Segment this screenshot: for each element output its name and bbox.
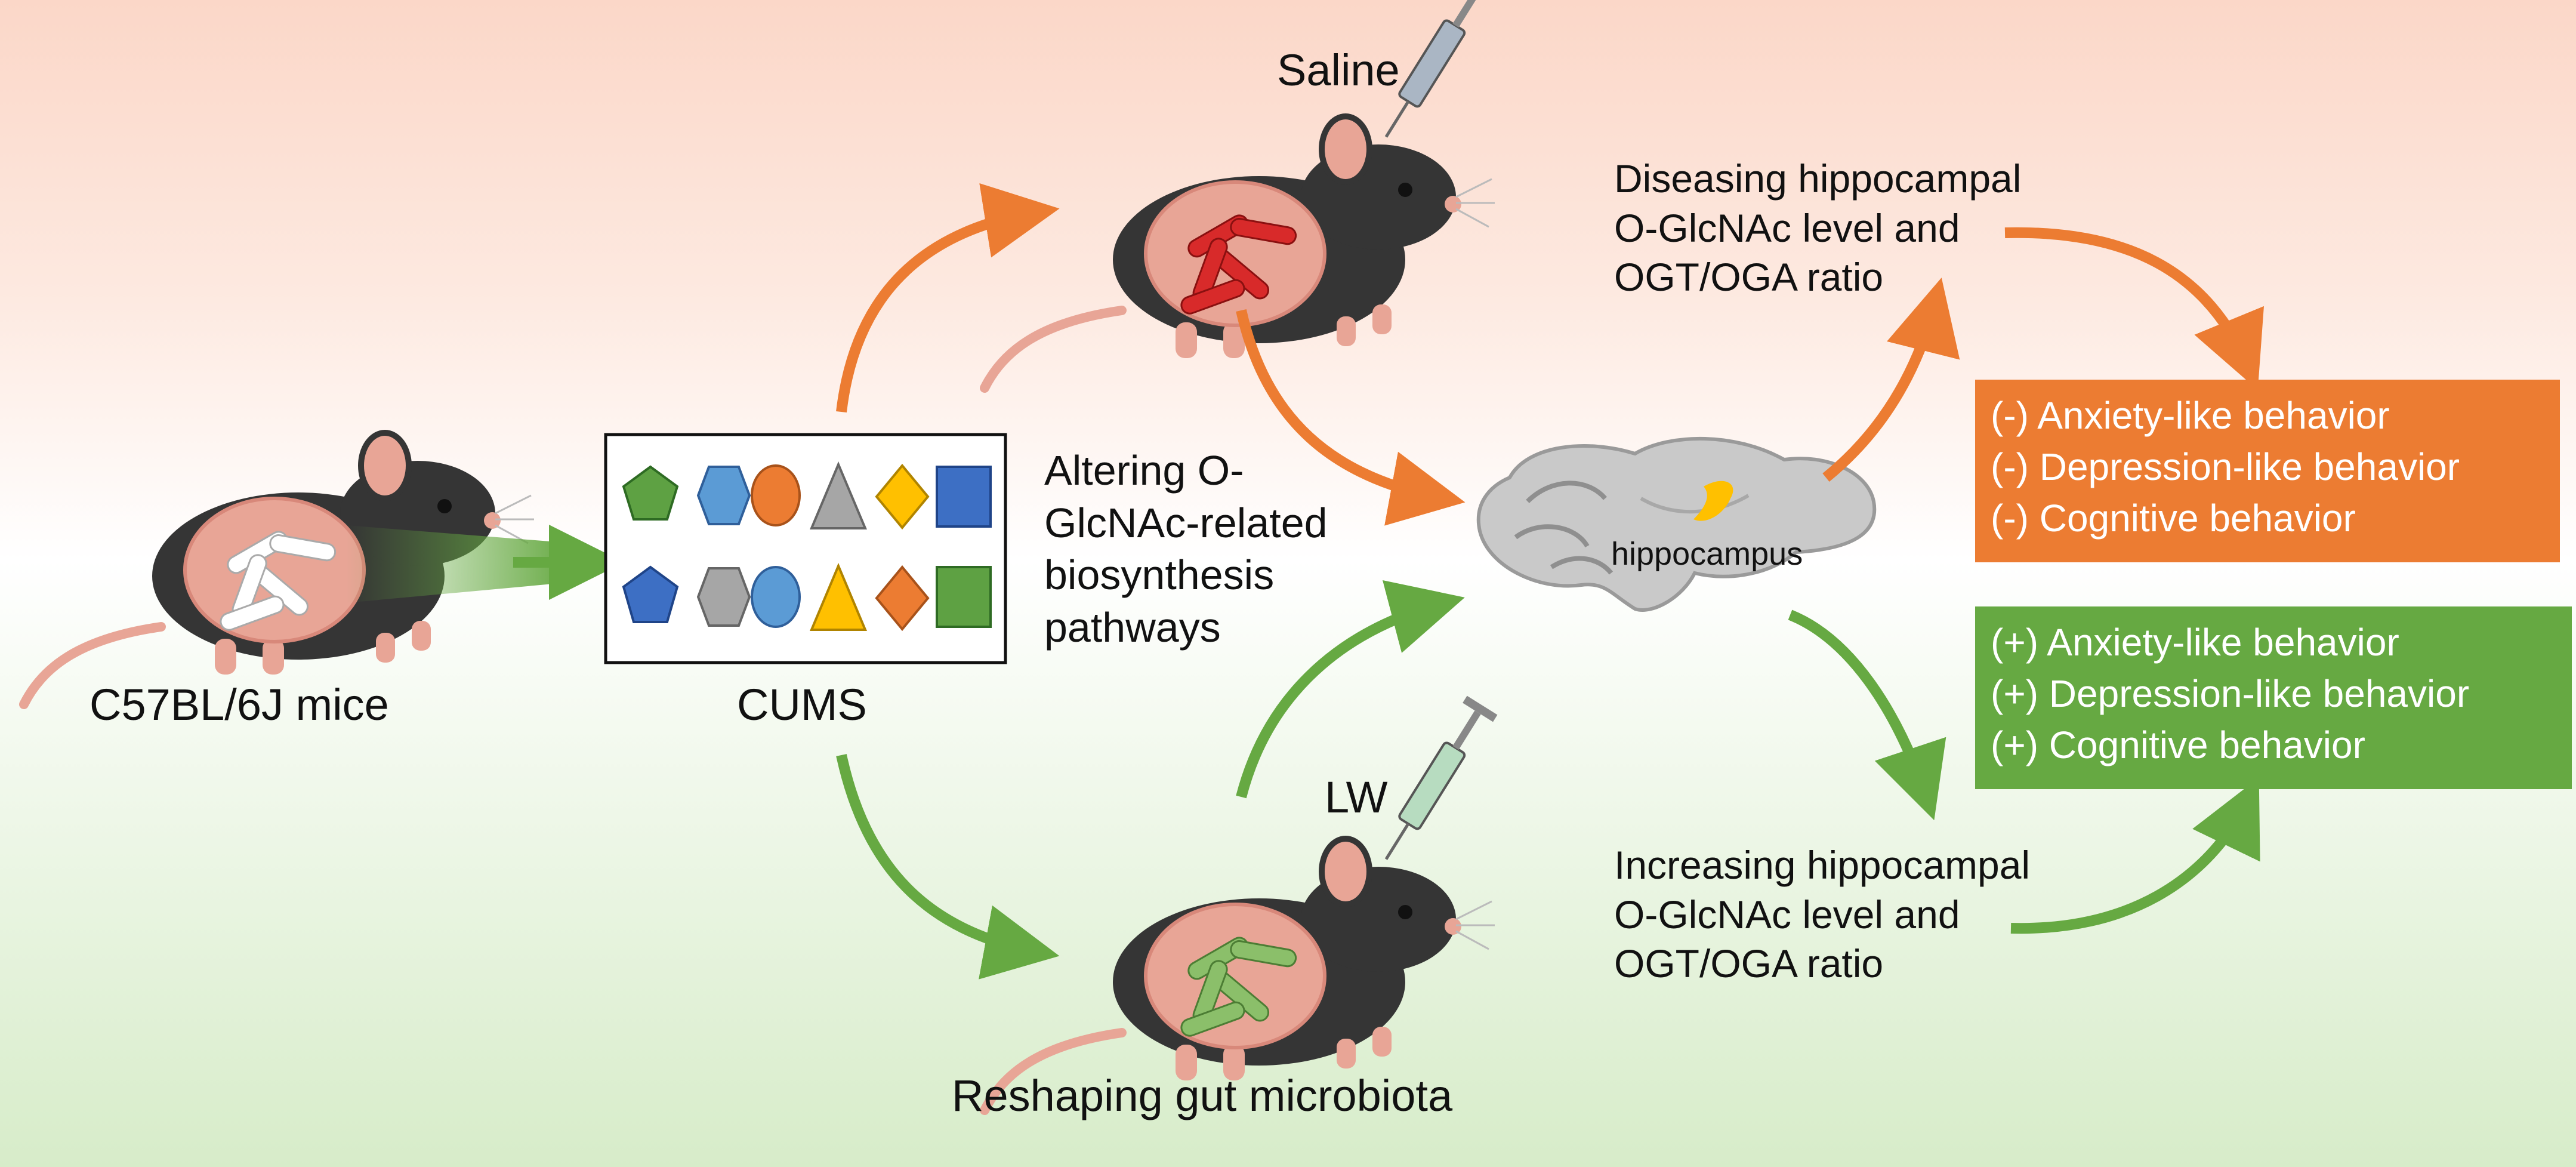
negative-behavior-item: (-) Depression-like behavior bbox=[1991, 445, 2460, 488]
label-saline: Saline bbox=[1277, 45, 1400, 95]
increase-text-line: Increasing hippocampal bbox=[1614, 843, 2031, 887]
positive-behavior-item: (+) Cognitive behavior bbox=[1991, 723, 2365, 766]
negative-behavior-box: (-) Anxiety-like behavior (-) Depression… bbox=[1975, 380, 2560, 562]
label-cums: CUMS bbox=[737, 680, 867, 729]
increase-text-line: O-GlcNAc level and bbox=[1614, 892, 1960, 937]
decrease-text-line: Diseasing hippocampal bbox=[1614, 156, 2022, 201]
pathway-line: biosynthesis bbox=[1044, 552, 1275, 598]
shape-pentagon-green bbox=[622, 465, 679, 521]
shape-square-green bbox=[936, 566, 992, 628]
negative-behavior-item: (-) Cognitive behavior bbox=[1991, 496, 2356, 540]
positive-behavior-box: (+) Anxiety-like behavior (+) Depression… bbox=[1975, 606, 2572, 789]
increase-to-positive-arrow bbox=[2010, 777, 2260, 934]
pathway-line: Altering O- bbox=[1044, 447, 1244, 494]
label-reshaping-gut-microbiota: Reshaping gut microbiota bbox=[952, 1071, 1453, 1120]
negative-behavior-item: (-) Anxiety-like behavior bbox=[1991, 394, 2390, 437]
lw-to-brain-arrow bbox=[1236, 580, 1465, 799]
mouse-to-cums-wedge bbox=[346, 525, 573, 603]
cums-to-lw-arrow bbox=[836, 754, 1060, 980]
shape-triangle-gray bbox=[809, 461, 868, 529]
shape-oval-orange bbox=[751, 464, 801, 526]
positive-behavior-item: (+) Anxiety-like behavior bbox=[1991, 621, 2399, 664]
label-hippocampus: hippocampus bbox=[1611, 536, 1803, 572]
shape-oval-lightblue bbox=[751, 566, 801, 628]
cums-to-saline-arrow bbox=[836, 183, 1060, 413]
saline-to-brain-arrow bbox=[1236, 309, 1466, 526]
label-pathway-altering: Altering O- GlcNAc-related biosynthesis … bbox=[1044, 445, 1328, 654]
shape-diamond-yellow bbox=[875, 463, 930, 530]
pathway-line: GlcNAc-related bbox=[1044, 499, 1328, 546]
decrease-to-negative-arrow bbox=[2004, 227, 2264, 390]
label-lw: LW bbox=[1325, 772, 1388, 822]
label-increase-oglcnac: Increasing hippocampal O-GlcNAc level an… bbox=[1614, 840, 2030, 989]
shape-hexagon-gray bbox=[696, 567, 751, 627]
label-c57bl6j-mice: C57BL/6J mice bbox=[90, 680, 389, 729]
brain-illustration bbox=[1476, 436, 1877, 612]
cums-stressor-panel bbox=[604, 433, 1007, 664]
decrease-text-line: O-GlcNAc level and bbox=[1614, 205, 1960, 250]
shape-pentagon-blue bbox=[622, 565, 679, 623]
shape-square-blue bbox=[936, 466, 992, 528]
pathway-line: pathways bbox=[1044, 603, 1221, 651]
brain-to-decrease-arrow bbox=[1822, 278, 1960, 482]
shape-triangle-yellow bbox=[809, 562, 868, 631]
decrease-text-line: OGT/OGA ratio bbox=[1614, 255, 1884, 299]
increase-text-line: OGT/OGA ratio bbox=[1614, 941, 1884, 986]
brain-to-increase-arrow bbox=[1788, 609, 1946, 821]
positive-behavior-item: (+) Depression-like behavior bbox=[1991, 672, 2470, 715]
label-decrease-oglcnac: Diseasing hippocampal O-GlcNAc level and… bbox=[1614, 154, 2021, 302]
shape-hexagon-lightblue bbox=[696, 466, 751, 525]
shape-diamond-orange bbox=[875, 565, 930, 632]
syringe-lw-icon bbox=[1384, 695, 1498, 860]
hippocampus-highlight bbox=[1693, 481, 1733, 521]
syringe-saline-icon bbox=[1384, 0, 1481, 138]
mouse-saline-illustration bbox=[985, 116, 1495, 388]
